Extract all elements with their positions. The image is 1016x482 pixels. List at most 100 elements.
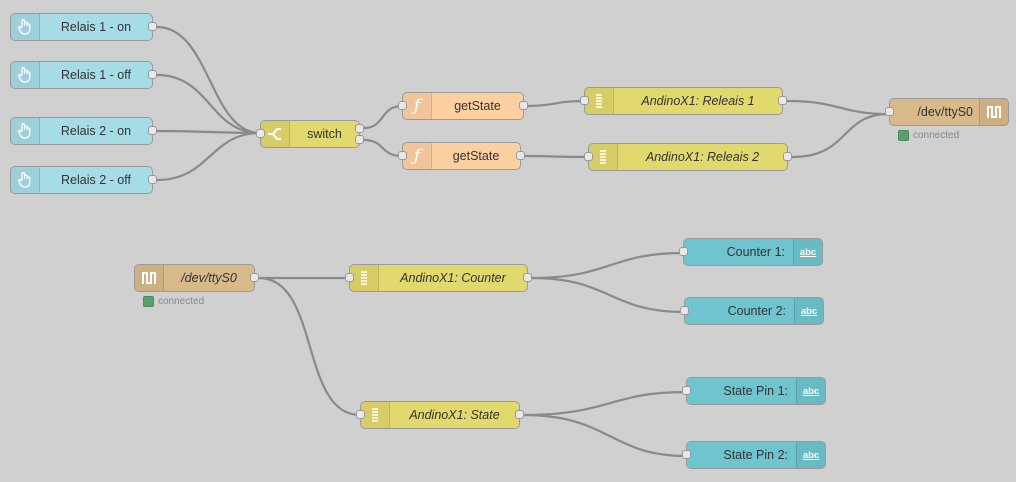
hand-pointer-icon [11,118,40,144]
output-port[interactable] [355,134,364,144]
parser-node-state[interactable]: AndinoX1: State [356,401,524,429]
node-label: Counter 2: [727,304,786,318]
input-port[interactable] [580,96,589,105]
output-port[interactable] [778,96,787,105]
node-label: Relais 2 - on [60,124,132,138]
abc-label: abc [802,449,820,461]
wire[interactable] [156,25,261,135]
hand-pointer-icon [11,62,40,88]
output-port[interactable] [250,273,259,282]
input-port[interactable] [679,247,688,256]
debug-node-state-pin-2[interactable]: State Pin 2: abc [682,441,826,469]
text-display-icon: abc [796,378,825,404]
inject-node-relais2-off[interactable]: Relais 2 - off [10,166,157,194]
output-port[interactable] [523,273,532,282]
status-dot [898,130,909,141]
wire[interactable] [522,390,687,417]
output-port[interactable] [148,126,157,135]
debug-node-counter-2[interactable]: Counter 2: abc [680,297,824,325]
hand-pointer-icon [11,14,40,40]
node-label: /dev/ttyS0 [181,271,237,285]
node-label: AndinoX1: Counter [400,271,506,285]
parser-icon [589,144,618,170]
wire[interactable] [258,276,361,417]
input-port[interactable] [345,273,354,282]
wire[interactable] [527,99,585,108]
output-port[interactable] [148,70,157,79]
node-label: Counter 1: [726,245,785,259]
output-port[interactable] [148,22,157,31]
serial-out-node[interactable]: /dev/ttyS0 [885,98,1009,126]
wire[interactable] [786,99,890,116]
input-port[interactable] [398,101,407,110]
node-label: AndinoX1: State [409,408,500,422]
serial-icon [979,99,1008,125]
wire[interactable] [791,112,890,159]
input-port[interactable] [256,129,265,138]
output-port[interactable] [515,410,524,419]
function-icon: ƒ [403,93,432,119]
text-display-icon: abc [793,239,822,265]
debug-node-state-pin-1[interactable]: State Pin 1: abc [682,377,826,405]
status-indicator: connected [898,130,959,141]
node-label: switch [307,127,342,141]
inject-node-relais1-off[interactable]: Relais 1 - off [10,61,157,89]
input-port[interactable] [885,107,894,116]
node-label: getState [452,149,500,163]
status-indicator: connected [143,296,204,307]
input-port[interactable] [682,450,691,459]
input-port[interactable] [584,152,593,161]
switch-icon [261,121,290,147]
input-port[interactable] [398,151,407,160]
hand-pointer-icon [11,167,40,193]
wire[interactable] [156,131,261,182]
output-port[interactable] [355,123,364,133]
serial-in-node[interactable]: /dev/ttyS0 [134,264,259,292]
output-port[interactable] [516,151,525,160]
text-display-icon: abc [794,298,823,324]
inject-node-relais1-on[interactable]: Relais 1 - on [10,13,157,41]
inject-node-relais2-on[interactable]: Relais 2 - on [10,117,157,145]
status-text: connected [158,296,205,307]
output-port[interactable] [519,101,528,110]
node-label: State Pin 1: [723,384,788,398]
status-text: connected [913,130,960,141]
abc-label: abc [802,385,820,397]
wire[interactable] [531,251,684,280]
wire[interactable] [363,104,403,130]
text-display-icon: abc [796,442,825,468]
function-node-getstate-2[interactable]: ƒ getState [398,142,525,170]
input-port[interactable] [356,410,365,419]
parser-icon [350,265,379,291]
serial-icon [135,265,164,291]
function-node-getstate-1[interactable]: ƒ getState [398,92,528,120]
status-dot [143,296,154,307]
parser-node-releais-1[interactable]: AndinoX1: Releais 1 [580,87,787,115]
node-label: AndinoX1: Releais 2 [645,150,760,164]
debug-node-counter-1[interactable]: Counter 1: abc [679,238,823,266]
wire[interactable] [531,276,685,314]
wire[interactable] [524,154,589,159]
wire[interactable] [156,129,261,135]
parser-node-releais-2[interactable]: AndinoX1: Releais 2 [584,143,792,171]
wire[interactable] [522,413,687,458]
node-label: /dev/ttyS0 [917,105,973,119]
node-label: getState [454,99,501,113]
node-label: State Pin 2: [723,448,788,462]
output-port[interactable] [148,175,157,184]
node-label: AndinoX1: Releais 1 [641,94,755,108]
parser-node-counter[interactable]: AndinoX1: Counter [345,264,532,292]
function-icon: ƒ [403,143,432,169]
abc-label: abc [800,305,818,317]
wire[interactable] [156,73,261,135]
output-port[interactable] [783,152,792,161]
parser-icon [361,402,390,428]
node-label: Relais 1 - on [60,20,132,34]
input-port[interactable] [682,386,691,395]
input-port[interactable] [680,306,689,315]
switch-node[interactable]: switch [256,120,364,148]
parser-icon [585,88,614,114]
wire[interactable] [363,138,403,158]
